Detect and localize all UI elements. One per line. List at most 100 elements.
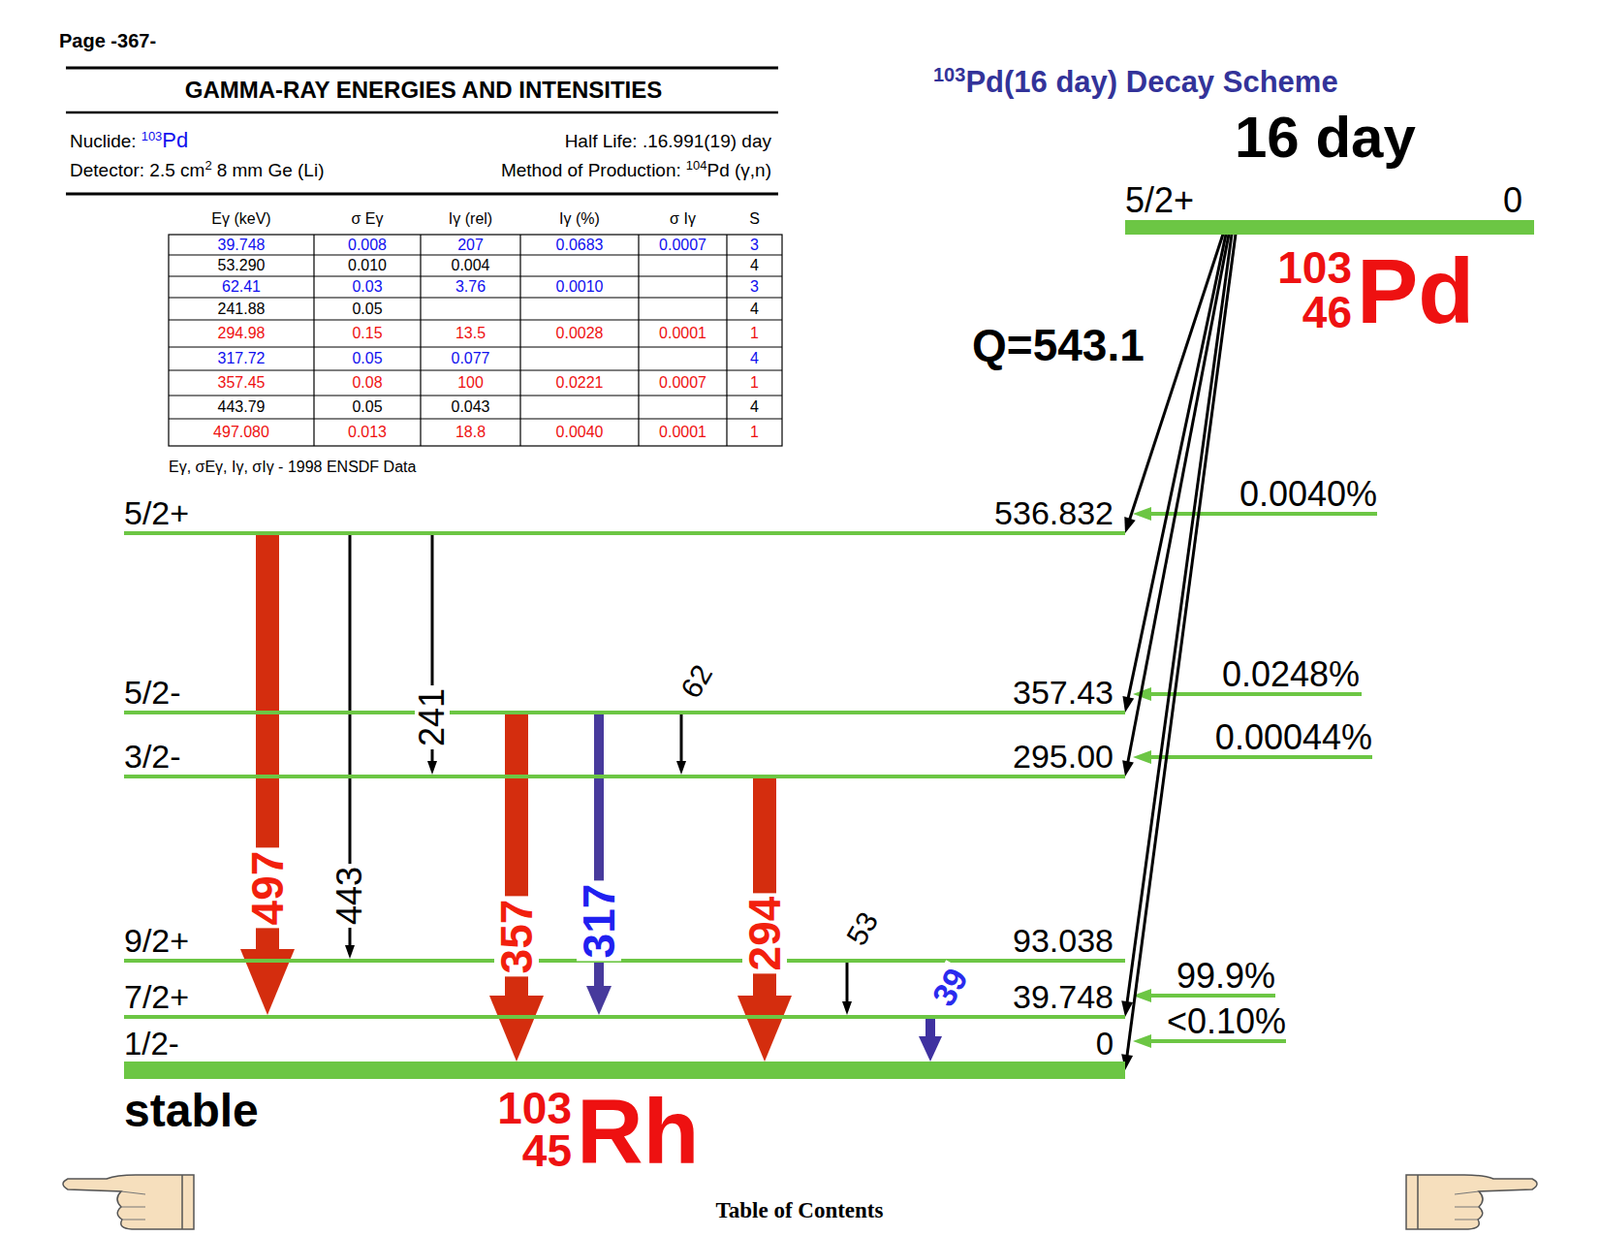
table-header: Iγ (%) [559,211,600,227]
gamma-transition [842,958,852,1015]
arrow-shaft [846,958,849,1003]
mass-number: 103 [497,1085,572,1130]
table-cell: 1 [750,325,759,342]
level-energy: 295.00 [1012,739,1114,773]
table-cell: 0.0010 [556,279,604,295]
table-cell: 3.76 [455,279,486,295]
table-cell: 357.45 [218,375,266,391]
energy-level: 7/2+39.748 [124,1014,1126,1019]
spin-parity: 5/2+ [1125,183,1194,219]
branch-arrows [1132,506,1378,1048]
atomic-number: 45 [522,1128,572,1173]
gamma-energy: 443 [332,863,368,928]
table-cell: 4 [750,257,759,274]
table-cell: 497.080 [213,424,270,440]
table-cell: 0.0007 [658,375,707,391]
text-line: 103Pd(16 day) Decay Scheme [933,66,1339,97]
production-method: Method of Production: [501,160,682,180]
mass-number: 103 [141,129,163,143]
text-line: Nuclide:103Pd [69,129,189,152]
gamma-energy: 241 [414,685,450,750]
gamma-energy: 39 [924,960,974,1014]
energy-level: 1/2-0 [124,1061,1126,1079]
table-cell: 0.0007 [658,237,707,253]
gamma-energy: 497 [245,847,290,929]
table-header: Iγ (rel) [448,211,493,227]
arrow-head [1124,516,1135,534]
q-value: Q=543.1 [972,322,1145,368]
table-cell: 4 [750,350,759,367]
energy-level: 5/2-357.43 [124,710,1126,715]
table-cell: 62.41 [221,279,261,295]
table-header: Eγ (keV) [211,211,271,227]
table-cell: 317.72 [218,350,266,367]
table-cell: 0.03 [351,279,382,295]
element-symbol: Rh [576,1085,700,1178]
spin-parity: 9/2+ [124,923,189,957]
table-header: σ Iγ [669,211,696,227]
table-rules [65,67,779,194]
level-energy: 93.038 [1012,923,1114,957]
table-cell: 0.0040 [556,424,604,440]
table-title: GAMMA-RAY ENERGIES AND INTENSITIES [185,78,663,102]
arrow-head [918,1035,942,1062]
pointing-hand [1406,1174,1538,1229]
gamma-energy: 317 [576,880,622,962]
level-energy: 39.748 [1012,979,1114,1013]
text-line: Method of Production:104Pd (γ,n) [501,160,772,180]
table-cell: 0.0001 [658,325,707,342]
atomic-number: 46 [1302,289,1352,335]
pointing-hand [62,1174,194,1229]
table-cell: 0.013 [347,424,387,440]
detector: 8 mm Ge (Li) [217,160,325,180]
table-cell: 294.98 [218,325,266,342]
arrow-shaft [1129,234,1224,520]
table-grid [168,234,783,446]
detector: Detector: 2.5 cm [69,160,205,180]
table-cell: 0.043 [450,399,490,415]
table-cell: 0.05 [351,399,382,415]
field-name: Nuclide: [69,131,137,151]
footnote: Eγ, σEγ, Iγ, σIγ - 1998 ENSDF Data [168,459,416,475]
branching-ratio: 0.00044% [1215,720,1373,755]
gamma-transition [489,710,544,1062]
mass-number: 103 [1277,245,1352,290]
table-cell: 1 [750,424,759,440]
table-cell: 18.8 [455,424,486,440]
table-cell: 0.008 [347,237,387,253]
stability-note: stable [124,1087,259,1134]
energy-level: 5/2+536.832 [124,531,1126,535]
table-cell: 0.077 [450,350,490,367]
table-cell: 0.0221 [556,375,604,391]
table-cell: 13.5 [455,325,486,342]
table-cell: 0.0001 [658,424,707,440]
mass-number: 104 [686,158,708,172]
table-cell: 443.79 [218,399,266,415]
branching-ratio: <0.10% [1166,1003,1287,1039]
gamma-transition [676,710,687,775]
table-cell: 1 [750,375,759,391]
exponent: 2 [204,158,212,172]
table-cell: 0.08 [351,375,382,391]
gamma-energy: 62 [674,657,720,705]
text-line: Detector: 2.5 cm2 8 mm Ge (Li) [69,160,324,180]
table-cell: 4 [750,301,759,317]
nav-link: Table of Contents [716,1198,884,1222]
table-cell: 0.15 [351,325,382,342]
gamma-transition [586,710,612,1015]
branching-ratio: 0.0248% [1222,657,1360,692]
spin-parity: 1/2- [124,1027,180,1060]
arrow-head [586,985,612,1015]
energy-level: 3/2-295.00 [124,774,1126,779]
table-cell: 241.88 [218,301,266,317]
level-energy: 357.43 [1012,675,1114,709]
energy-level: 5/2+0 [1125,219,1535,235]
arrow-head [676,760,687,775]
arrow-head [842,1001,852,1015]
level-energy: 0 [1096,1027,1114,1060]
arrow-shaft [680,710,684,762]
gamma-transition [240,531,295,1015]
gamma-energy: 294 [742,893,787,974]
